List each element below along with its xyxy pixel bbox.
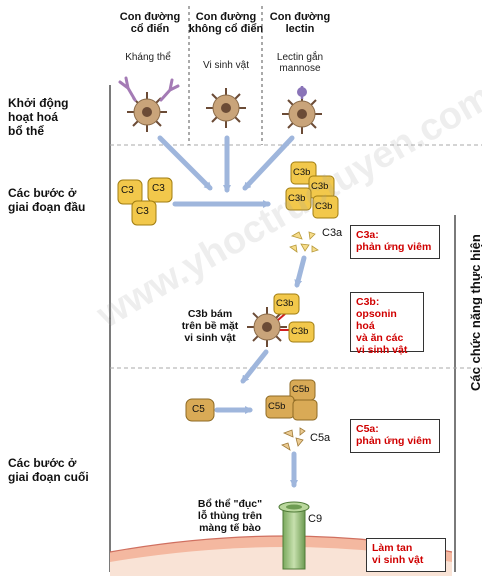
microbe-c3b-bound	[247, 293, 315, 347]
c3b-label-2: C3b	[311, 181, 329, 192]
c5-molecule	[185, 398, 215, 422]
pathway-classical-label: Con đường cổ điển	[119, 11, 181, 35]
c5a-function-box: C5a: phản ứng viêm	[350, 419, 440, 453]
c3a-function-box: C3a: phản ứng viêm	[350, 225, 440, 259]
stage-initiation-label: Khởi động hoạt hoá bổ thể	[8, 96, 69, 138]
c3-label-2: C3	[152, 183, 165, 194]
c3-molecules	[117, 177, 173, 226]
c3a-label: C3a	[322, 227, 343, 239]
c3b-bound-label-1: C3b	[276, 298, 294, 309]
c3a-fragments	[289, 231, 319, 253]
pathway-alternative-label: Con đường không cổ điển	[188, 11, 264, 35]
functions-title: Các chức năng thực hiện	[468, 234, 482, 391]
c3b-label-3: C3b	[288, 193, 306, 204]
c5b-label-2: C5b	[268, 401, 286, 412]
antibody-icon	[118, 76, 180, 102]
c5b-label-1: C5b	[292, 384, 310, 395]
c3-label-3: C3	[136, 206, 149, 217]
microbe-with-lectin	[282, 86, 322, 134]
c3b-function-box: C3b: opsonin hoá và ăn các vi sinh vật	[350, 292, 424, 356]
stage-early-label: Các bước ở giai đoạn đầu	[8, 186, 86, 214]
c5a-label: C5a	[310, 432, 331, 444]
microbe-icon	[206, 88, 246, 128]
activation-arrows	[157, 135, 307, 488]
lectin-icon	[297, 86, 307, 99]
c5b-cluster	[265, 379, 318, 421]
membrane-pore	[278, 501, 310, 570]
c5-label: C5	[192, 404, 205, 415]
microbe-with-antibodies	[118, 76, 180, 132]
antibody-label: Kháng thể	[125, 52, 171, 63]
c3-label-1: C3	[121, 185, 134, 196]
pathway-lectin-label: Con đường lectin	[269, 11, 331, 35]
c5a-fragments	[281, 427, 306, 451]
lectin-label: Lectin gắn mannose	[276, 52, 324, 74]
c3b-label-1: C3b	[293, 167, 311, 178]
microbe-label: Vi sinh vật	[203, 60, 249, 71]
lysis-function-box: Làm tan vi sinh vật	[366, 538, 446, 572]
c3b-cluster	[285, 161, 339, 219]
c3b-label-4: C3b	[315, 201, 333, 212]
c3b-bound-label-2: C3b	[291, 326, 309, 337]
mac-note: Bổ thể "đục" lỗ thủng trên màng tế bào	[197, 498, 263, 534]
stage-late-label: Các bước ở giai đoạn cuối	[8, 456, 89, 484]
c3b-bound-note: C3b bám trên bề mặt vi sinh vật	[181, 308, 239, 344]
c9-label: C9	[308, 513, 323, 525]
